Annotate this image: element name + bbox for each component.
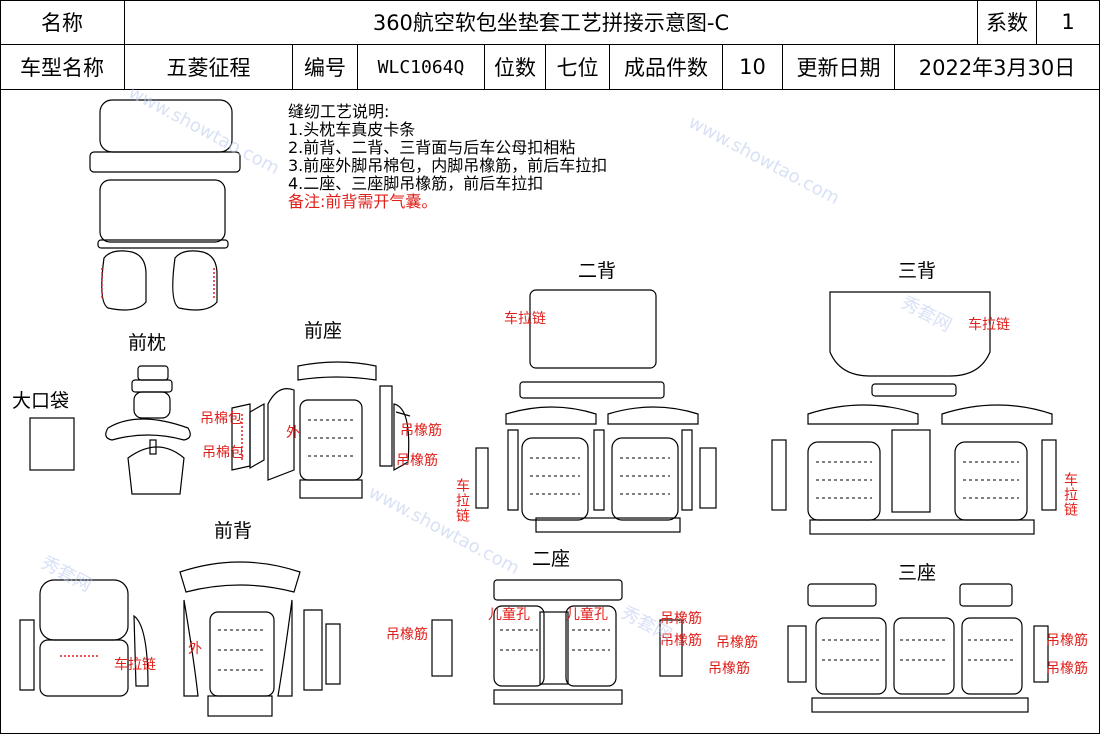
updated-value: 2022年3月30日 — [895, 45, 1100, 90]
code-value: WLC1064Q — [358, 45, 485, 90]
second-seat-label: 二座 — [532, 548, 571, 570]
front-back-label: 前背 — [214, 520, 253, 542]
big-pocket-label: 大口袋 — [12, 390, 70, 412]
elastic-annotation: 吊橡筋 — [396, 453, 438, 469]
second-back-label: 二背 — [578, 260, 617, 282]
pieces-value: 10 — [723, 45, 783, 90]
note-item: 4.二座、三座脚吊橡筋，前后车拉扣 — [288, 174, 544, 193]
child-hole-annotation: 儿童孔 — [566, 607, 608, 623]
zipper-annotation: 车拉链 — [504, 311, 546, 327]
third-seat-label: 三座 — [898, 562, 937, 584]
child-hole-annotation: 儿童孔 — [488, 607, 530, 623]
outer-annotation: 外 — [188, 641, 202, 657]
third-back-label: 三背 — [898, 260, 937, 282]
zipper-annotation: 车拉链 — [114, 657, 156, 673]
front-seat-label: 前座 — [304, 320, 343, 342]
elastic-annotation: 吊橡筋 — [660, 633, 702, 649]
header-table: 名称 360航空软包坐垫套工艺拼接示意图-C 系数 1 车型名称 五菱征程 编号… — [0, 0, 1100, 90]
cotton-pack-annotation: 吊棉包 — [202, 445, 244, 461]
seats-value: 七位 — [546, 45, 610, 90]
seats-label: 位数 — [485, 45, 546, 90]
model-label: 车型名称 — [0, 45, 125, 90]
note-item: 2.前背、二背、三背面与后车公母扣相粘 — [288, 138, 576, 157]
cotton-pack-annotation: 吊棉包 — [200, 411, 242, 427]
outer-annotation: 外 — [286, 425, 300, 441]
updated-label: 更新日期 — [783, 45, 895, 90]
notes-heading: 缝纫工艺说明: — [288, 102, 390, 121]
pieces-label: 成品件数 — [610, 45, 723, 90]
notes-remark: 备注:前背需开气囊。 — [288, 192, 438, 211]
model-value: 五菱征程 — [125, 45, 293, 90]
front-pillow-label: 前枕 — [128, 332, 167, 354]
code-label: 编号 — [293, 45, 358, 90]
sewing-notes: 缝纫工艺说明: 1.头枕车真皮卡条 2.前背、二背、三背面与后车公母扣相粘 3.… — [288, 103, 607, 211]
elastic-annotation: 吊橡筋 — [1046, 633, 1088, 649]
elastic-annotation: 吊橡筋 — [400, 423, 442, 439]
document-title: 360航空软包坐垫套工艺拼接示意图-C — [125, 0, 978, 45]
zipper-annotation: 车拉链 — [1062, 472, 1078, 517]
elastic-annotation: 吊橡筋 — [1046, 661, 1088, 677]
series-label: 系数 — [978, 0, 1037, 45]
note-item: 3.前座外脚吊棉包，内脚吊橡筋，前后车拉扣 — [288, 156, 608, 175]
zipper-annotation: 车拉链 — [454, 478, 470, 523]
note-item: 1.头枕车真皮卡条 — [288, 120, 416, 139]
elastic-annotation: 吊橡筋 — [660, 611, 702, 627]
zipper-annotation: 车拉链 — [968, 317, 1010, 333]
elastic-annotation: 吊橡筋 — [708, 661, 750, 677]
elastic-annotation: 吊橡筋 — [386, 627, 428, 643]
elastic-annotation: 吊橡筋 — [716, 635, 758, 651]
name-label: 名称 — [0, 0, 125, 45]
